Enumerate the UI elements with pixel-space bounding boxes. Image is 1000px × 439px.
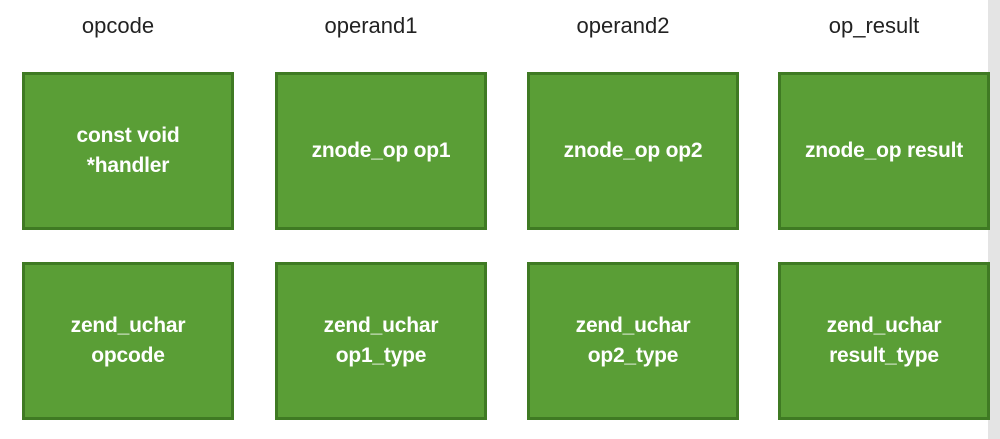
box-op2-type: zend_uchar op2_type bbox=[527, 262, 739, 420]
box-op1: znode_op op1 bbox=[275, 72, 487, 230]
box-opcode-type: zend_uchar opcode bbox=[22, 262, 234, 420]
box-result-type: zend_uchar result_type bbox=[778, 262, 990, 420]
box-op2: znode_op op2 bbox=[527, 72, 739, 230]
box-label: const void *handler bbox=[76, 124, 180, 177]
column-header-opcode: opcode bbox=[81, 13, 155, 38]
box-label: zend_uchar opcode bbox=[70, 314, 186, 367]
box-op1-type: zend_uchar op1_type bbox=[275, 262, 487, 420]
box-label: zend_uchar op1_type bbox=[323, 314, 439, 367]
column-header-operand2: operand2 bbox=[576, 13, 670, 38]
box-label: zend_uchar result_type bbox=[826, 314, 942, 367]
right-edge-panel bbox=[988, 0, 1000, 439]
box-label: znode_op op1 bbox=[311, 139, 451, 162]
column-header-op-result: op_result bbox=[828, 13, 920, 38]
box-handler: const void *handler bbox=[22, 72, 234, 230]
column-header-operand1: operand1 bbox=[324, 13, 418, 38]
box-label: zend_uchar op2_type bbox=[575, 314, 691, 367]
box-label: znode_op result bbox=[804, 139, 964, 162]
box-result: znode_op result bbox=[778, 72, 990, 230]
box-label: znode_op op2 bbox=[563, 139, 703, 162]
